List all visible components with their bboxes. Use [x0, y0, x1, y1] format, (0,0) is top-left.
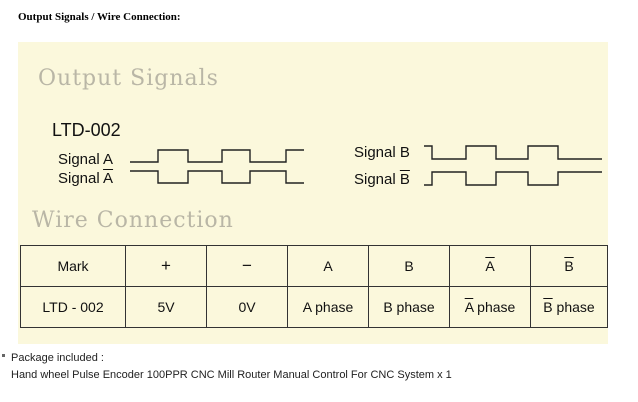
cell-a-phase: A phase	[287, 286, 369, 328]
model-label: LTD-002	[52, 120, 121, 140]
package-label: Package included :	[11, 352, 104, 364]
header-cell-a-bar: A	[449, 245, 531, 287]
signal-b-bar-label: Signal B	[354, 171, 410, 188]
table-header-row: Mark + − A B A B	[20, 245, 608, 287]
signal-a-waveform	[130, 149, 304, 163]
signal-a-bar-waveform	[130, 170, 304, 184]
wire-connection-table: Mark + − A B A B LTD - 002 5V 0V A phase…	[20, 245, 608, 328]
output-signals-title: Output Signals	[38, 66, 219, 91]
signal-a-bar-label: Signal A	[58, 170, 114, 187]
cell-plus: 5V	[125, 286, 207, 328]
package-item: Hand wheel Pulse Encoder 100PPR CNC Mill…	[11, 369, 452, 381]
cell-b-bar-phase: B phase	[530, 286, 608, 328]
wire-connection-title: Wire Connection	[32, 208, 234, 233]
cell-a-bar-phase: A phase	[449, 286, 531, 328]
cell-b-phase: B phase	[368, 286, 450, 328]
list-bullet	[2, 354, 5, 357]
header-cell-a: A	[287, 245, 369, 287]
header-cell-plus: +	[125, 245, 207, 287]
header-cell-mark: Mark	[20, 245, 126, 287]
signal-b-bar-waveform	[424, 171, 602, 186]
cell-mark: LTD - 002	[20, 286, 126, 328]
header-cell-b-bar: B	[530, 245, 608, 287]
spec-image-panel: Output Signals LTD-002 Signal A Signal A…	[18, 42, 608, 344]
header-cell-b: B	[368, 245, 450, 287]
signal-b-waveform	[424, 145, 602, 160]
section-heading: Output Signals / Wire Connection:	[18, 11, 181, 23]
signal-b-label: Signal B	[354, 144, 410, 161]
cell-minus: 0V	[206, 286, 288, 328]
table-row: LTD - 002 5V 0V A phase B phase A phase …	[20, 286, 608, 328]
signal-a-label: Signal A	[58, 151, 114, 168]
header-cell-minus: −	[206, 245, 288, 287]
